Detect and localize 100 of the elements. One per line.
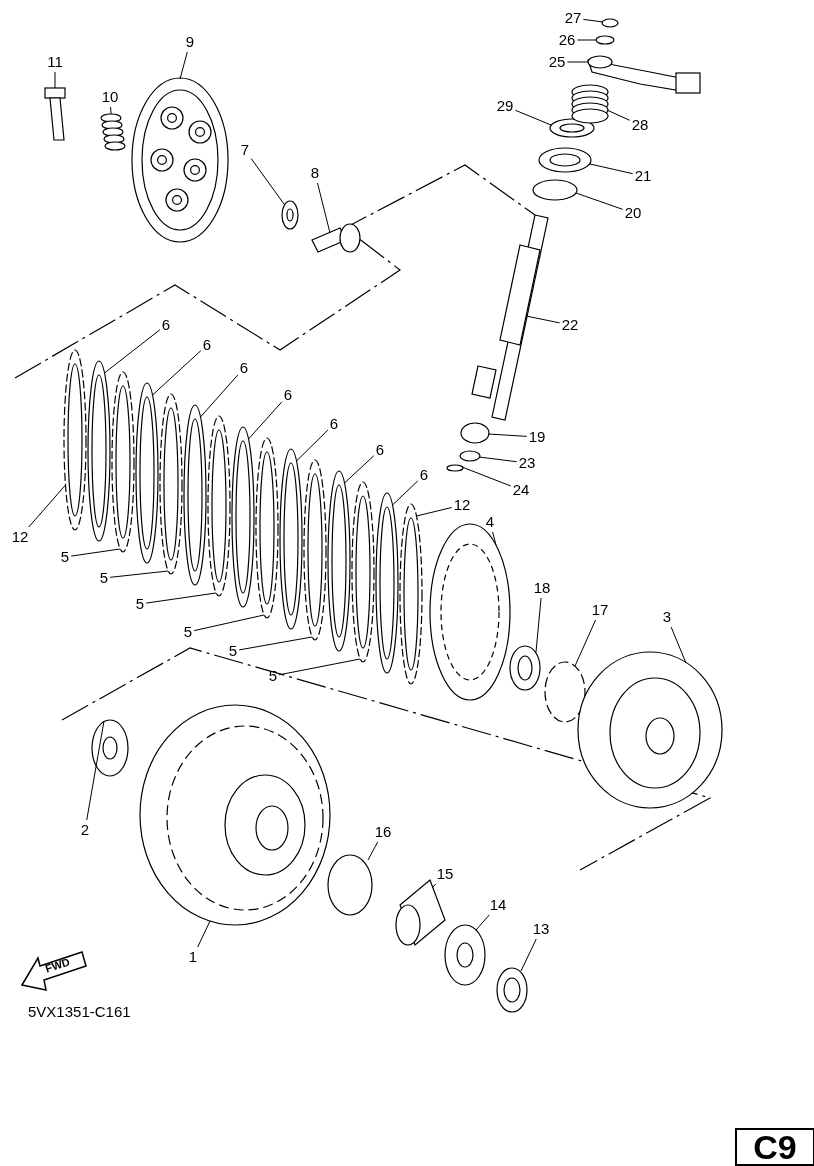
leader-line [475,914,490,931]
leader-line [200,374,239,418]
leader-line [576,39,597,41]
callout-number: 21 [634,168,652,184]
leader-line [478,456,518,463]
washer-drawing [459,450,481,462]
callout-number: 5 [228,643,238,659]
leader-line [566,61,589,63]
leader-line [582,18,604,23]
washer-drawing [595,35,615,45]
callout-number: 11 [47,54,63,70]
callout-number: 12 [453,497,471,513]
washer-drawing [444,924,486,986]
callout-number: 23 [518,455,536,471]
leader-line [589,163,634,175]
leader-line [461,466,512,487]
leader-line [431,883,437,889]
callout-number: 26 [558,32,576,48]
leader-line [296,429,329,462]
bearing-drawing [532,179,578,201]
callout-number: 6 [329,416,339,432]
collar-drawing [509,645,541,691]
callout-number: 8 [310,165,320,181]
leader-line [145,592,217,604]
clutch-plate-drawing [351,481,375,663]
lock-washer-drawing [544,661,586,723]
leader-line [535,597,542,653]
leader-line [86,720,105,821]
page-section-box: C9 [735,1128,814,1166]
callout-number: 5 [99,570,109,586]
leader-line [344,455,375,484]
callout-number: 12 [11,529,29,545]
callout-number: 2 [80,822,90,838]
callout-number: 6 [283,387,293,403]
clutch-plate-drawing [231,426,255,608]
callout-number: 18 [533,580,551,596]
bolt-drawing [44,87,66,141]
spacer-drawing [395,879,446,946]
clutch-plate-drawing [303,459,327,641]
callout-number: 15 [436,866,454,882]
callout-number: 16 [374,824,392,840]
callout-number: 5 [183,624,193,640]
leader-line [28,484,66,528]
clutch-plate-drawing [375,492,399,674]
callout-number: 6 [375,442,385,458]
callout-number: 6 [202,337,212,353]
callout-number: 27 [564,10,582,26]
leader-line [574,619,597,667]
callout-number: 19 [528,429,546,445]
leader-line [54,71,56,89]
leader-line [250,158,285,205]
callout-number: 5 [60,549,70,565]
callout-number: 10 [101,89,119,105]
clutch-plate-drawing [183,404,207,586]
leader-line [367,841,379,861]
shaft-drawing [471,214,549,421]
fwd-label: FWD [43,955,72,975]
clutch-plate-drawing [327,470,351,652]
callout-number: 6 [239,360,249,376]
leader-line [278,658,361,676]
clutch-plate-drawing [135,382,159,564]
callout-number: 6 [161,317,171,333]
callout-number: 5 [268,668,278,684]
callout-number: 13 [532,921,550,937]
leader-line [193,614,265,632]
needle-bearing-drawing [327,854,373,916]
washer-drawing [601,18,619,28]
figure-code: 5VX1351-C161 [28,1003,131,1020]
callout-number: 29 [496,98,514,114]
clutch-plate-drawing [255,437,279,619]
leader-line [520,938,537,972]
oil-seal-drawing [538,147,592,173]
leader-line [487,433,528,437]
leader-line [392,480,419,506]
leader-line [606,109,631,121]
leader-line [514,109,552,126]
collar-drawing [496,967,528,1013]
leader-line [492,531,497,546]
leader-line [238,636,313,651]
clutch-housing-drawing [139,704,331,926]
leader-line [197,920,211,948]
leader-line [670,626,687,664]
callout-number: 25 [548,54,566,70]
callout-number: 14 [489,897,507,913]
leader-line [104,329,161,374]
leader-line [110,106,112,115]
spring-drawing [571,84,609,124]
clutch-boss-drawing [577,651,723,809]
thrust-washer-drawing [91,719,129,777]
leader-line [70,548,121,557]
callout-number: 20 [624,205,642,221]
callout-number: 17 [591,602,609,618]
push-rod-drawing [311,223,361,253]
bearing-drawing [460,422,490,444]
leader-line [525,315,561,324]
callout-number: 24 [512,482,530,498]
leader-line [317,182,331,234]
clutch-plate-drawing [63,349,87,531]
callout-number: 6 [419,467,429,483]
callout-number: 7 [240,142,250,158]
